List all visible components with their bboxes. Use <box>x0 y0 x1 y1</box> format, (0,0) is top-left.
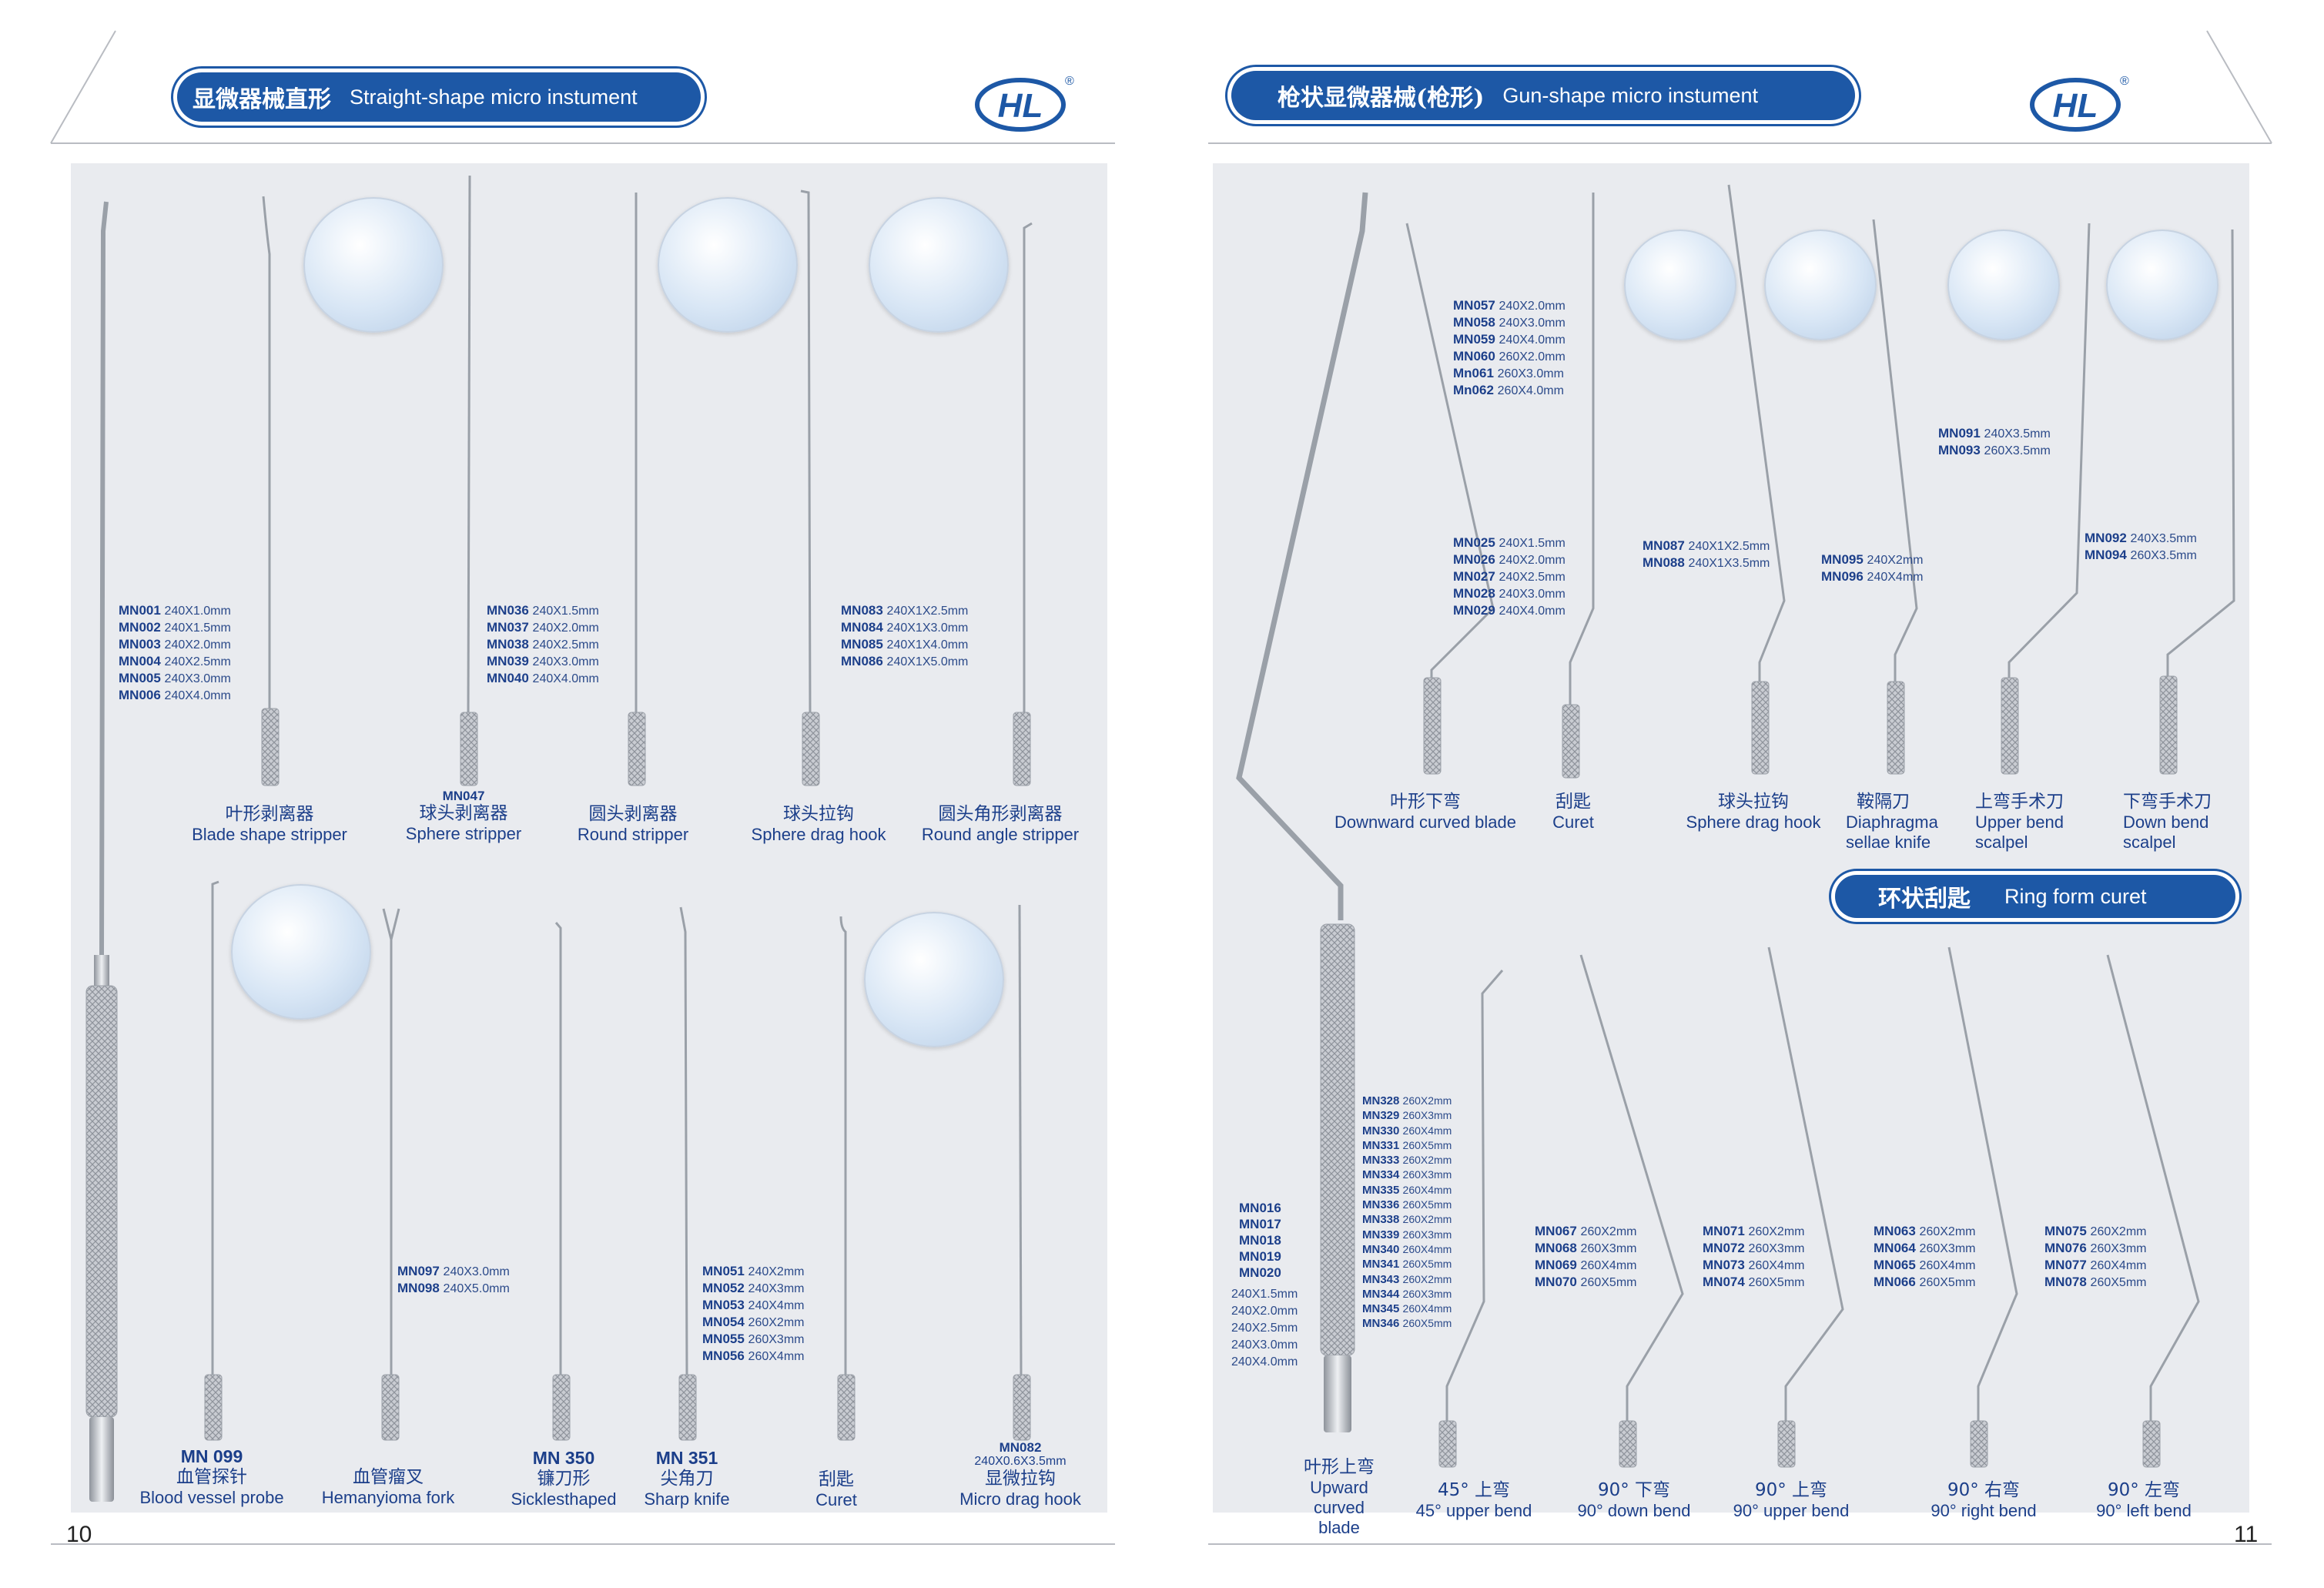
zoom-circle-micro-drag-hook <box>864 912 1004 1047</box>
right-instrument-drawings <box>1236 184 2235 1468</box>
caption-curet-right: 刮匙 Curet <box>1552 792 1594 832</box>
spec-list-mn016: MN016 MN017 MN018 MN019 MN020 240X1.5mm … <box>1231 1201 1298 1369</box>
left-page: 显微器械直形 Straight-shape micro instument HL… <box>50 30 1115 1547</box>
handles-left <box>204 708 1031 1441</box>
caption-blood-vessel-probe: MN 099 血管探针 Blood vessel probe <box>139 1446 284 1507</box>
caption-90-left-bend: 90° 左弯 90° left bend <box>2096 1480 2192 1520</box>
zoom-circle-down-bend-scalpel <box>2106 229 2219 340</box>
caption-90-right-bend: 90° 右弯 90° right bend <box>1931 1480 2037 1520</box>
right-page-frame <box>1208 30 2272 1545</box>
handles-right <box>1423 675 2178 1468</box>
header-title-en: Gun-shape micro instument <box>1502 83 1759 107</box>
spec-list-mn095: MN095 240X2mm MN096 240X4mm <box>1821 552 1924 584</box>
caption-upward-curved-blade: 叶形上弯 Upward curved blade <box>1304 1457 1375 1537</box>
spec-list-mn071: MN071 260X2mm MN072 260X3mm MN073 260X4m… <box>1703 1224 1805 1289</box>
caption-hemanyioma-fork: 血管瘤叉 Hemanyioma fork <box>321 1467 455 1507</box>
hl-logo-text: HL <box>998 87 1043 125</box>
ring-curet-title-en: Ring form curet <box>2004 884 2147 908</box>
header-title-en: Straight-shape micro instument <box>350 85 638 109</box>
page-number-right: 11 <box>2234 1522 2259 1547</box>
spec-list-mn051: MN051 240X2mm MN052 240X3mm MN053 240X4m… <box>702 1264 805 1363</box>
caption-sphere-drag-hook-right: 球头拉钩 Sphere drag hook <box>1686 792 1821 832</box>
caption-curet-left: 刮匙 Curet <box>815 1469 857 1509</box>
section-header-straight: 显微器械直形 Straight-shape micro instument <box>177 72 701 122</box>
caption-90-down-bend: 90° 下弯 90° down bend <box>1577 1480 1691 1520</box>
spec-list-mn083: MN083 240X1X2.5mm MN084 240X1X3.0mm MN08… <box>841 603 969 668</box>
hl-logo: HL ® <box>2029 68 2129 141</box>
hl-logo-text: HL <box>2053 87 2098 125</box>
zoom-circle-curet <box>1624 229 1736 340</box>
spec-list-mn087: MN087 240X1X2.5mm MN088 240X1X3.5mm <box>1643 538 1770 570</box>
spec-list-mn075: MN075 260X2mm MN076 260X3mm MN077 260X4m… <box>2044 1224 2147 1289</box>
zoom-circle-sphere-drag-hook <box>1764 229 1877 340</box>
spec-list-mn001: MN001 240X1.0mm MN002 240X1.5mm MN003 24… <box>119 603 231 702</box>
ring-curet-title-zh: 环状刮匙 <box>1878 886 1971 913</box>
caption-upper-bend-scalpel: 上弯手术刀 Upper bend scalpel <box>1975 792 2064 852</box>
zoom-circle-round-angle-stripper <box>869 197 1009 333</box>
left-instrument-drawings <box>85 175 1033 1502</box>
spec-list-mn063: MN063 260X2mm MN064 260X3mm MN065 260X4m… <box>1874 1224 1976 1289</box>
left-panel <box>71 163 1107 1513</box>
caption-sphere-drag-hook: 球头拉钩 Sphere drag hook <box>751 804 886 844</box>
section-header-gun-shape: 枪状显微器械(枪形) Gun-shape micro instument <box>1231 71 1855 120</box>
upward-curved-blade-drawing <box>1236 192 1368 1432</box>
header-title-zh: 显微器械直形 <box>193 86 331 113</box>
caption-diaphragma-sellae-knife: 鞍隔刀 Diaphragma sellae knife <box>1846 792 1938 852</box>
caption-45-upper-bend: 45° 上弯 45° upper bend <box>1415 1480 1532 1520</box>
registered-mark: ® <box>2120 75 2129 88</box>
caption-sicklesthaped: MN 350 镰刀形 Sicklesthaped <box>511 1448 617 1509</box>
spec-list-mn091: MN091 240X3.5mm MN093 260X3.5mm <box>1938 426 2051 457</box>
page-number-left: 10 <box>66 1522 92 1547</box>
caption-90-upper-bend: 90° 上弯 90° upper bend <box>1733 1480 1850 1520</box>
zoom-circle-round-stripper <box>658 197 798 333</box>
caption-downward-curved-blade: 叶形下弯 Downward curved blade <box>1334 792 1517 832</box>
section-header-ring-form-curet: 环状刮匙 Ring form curet <box>1835 875 2235 918</box>
zoom-circle-sphere-stripper <box>303 197 444 333</box>
caption-sphere-stripper: MN047 球头剥离器 Sphere stripper <box>405 789 522 843</box>
zoom-circle-upper-bend-scalpel <box>1947 229 2060 340</box>
caption-round-angle-stripper: 圆头角形剥离器 Round angle stripper <box>921 804 1080 844</box>
caption-sharp-knife: MN 351 尖角刀 Sharp knife <box>644 1448 730 1509</box>
caption-down-bend-scalpel: 下弯手术刀 Down bend scalpel <box>2123 792 2212 852</box>
caption-blade-shape-stripper: 叶形剥离器 Blade shape stripper <box>192 804 347 844</box>
long-blade-stripper <box>85 201 118 1502</box>
spec-list-mn097: MN097 240X3.0mm MN098 240X5.0mm <box>397 1264 510 1295</box>
spec-list-mn067: MN067 260X2mm MN068 260X3mm MN069 260X4m… <box>1535 1224 1637 1289</box>
spec-list-mn057: MN057 240X2.0mm MN058 240X3.0mm MN059 24… <box>1453 298 1566 397</box>
hl-logo: HL ® <box>974 68 1074 141</box>
right-page: 枪状显微器械(枪形) Gun-shape micro instument HL … <box>1162 0 2324 1588</box>
header-title-zh: 枪状显微器械(枪形) <box>1278 85 1485 112</box>
spec-list-mn025: MN025 240X1.5mm MN026 240X2.0mm MN027 24… <box>1453 535 1566 618</box>
caption-micro-drag-hook: MN082 240X0.6X3.5mm 显微拉钩 Micro drag hook <box>959 1440 1081 1509</box>
zoom-circle-blood-vessel-probe <box>231 884 371 1020</box>
right-panel <box>1213 163 2249 1513</box>
registered-mark: ® <box>1065 75 1074 88</box>
spec-list-mn328: MN328 260X2mm MN329 260X3mm MN330 260X4m… <box>1362 1094 1452 1331</box>
left-page-frame <box>50 30 1115 1545</box>
spec-list-mn036: MN036 240X1.5mm MN037 240X2.0mm MN038 24… <box>487 603 599 685</box>
spec-list-mn092: MN092 240X3.5mm MN094 260X3.5mm <box>2085 531 2197 562</box>
caption-round-stripper: 圆头剥离器 Round stripper <box>577 804 689 844</box>
